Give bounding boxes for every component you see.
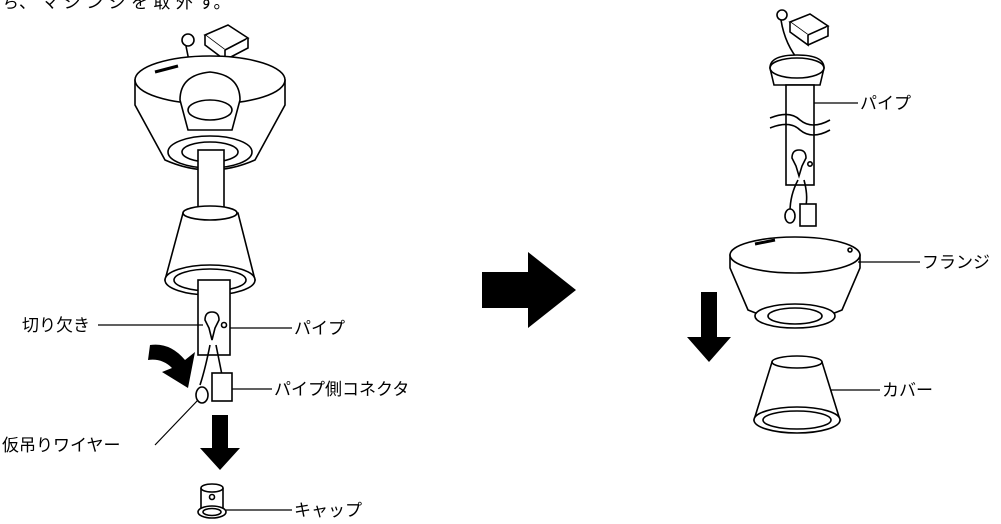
left-assembly <box>134 24 286 404</box>
right-assembly <box>769 9 831 227</box>
label-cap: キャップ <box>294 501 362 521</box>
label-temp-wire: 仮吊りワイヤー <box>2 436 121 456</box>
leader-temp-wire <box>154 399 199 446</box>
top-ring-terminal <box>181 33 195 47</box>
label-flange: フランジ <box>922 253 990 273</box>
down-arrow-left <box>200 415 240 470</box>
label-pipe-connector: パイプ側コネクタ <box>274 380 409 400</box>
right-flange <box>729 236 861 329</box>
label-pipe-right: パイプ <box>860 94 911 114</box>
pipe-notch <box>204 311 220 341</box>
label-notch: 切り欠き <box>22 316 90 336</box>
label-pipe-left: パイプ <box>294 319 345 339</box>
right-cover <box>753 355 841 434</box>
center-arrow <box>482 252 576 328</box>
down-arrow-right <box>687 292 731 362</box>
curved-arrow <box>148 344 195 388</box>
pipe-side-connector <box>211 372 233 402</box>
cap <box>197 483 227 519</box>
label-cover: カバー <box>882 381 933 401</box>
temp-wire-ring <box>195 386 209 404</box>
header-text: ち、 マ ジ ン ジ を 取 外 す。 <box>2 0 231 13</box>
